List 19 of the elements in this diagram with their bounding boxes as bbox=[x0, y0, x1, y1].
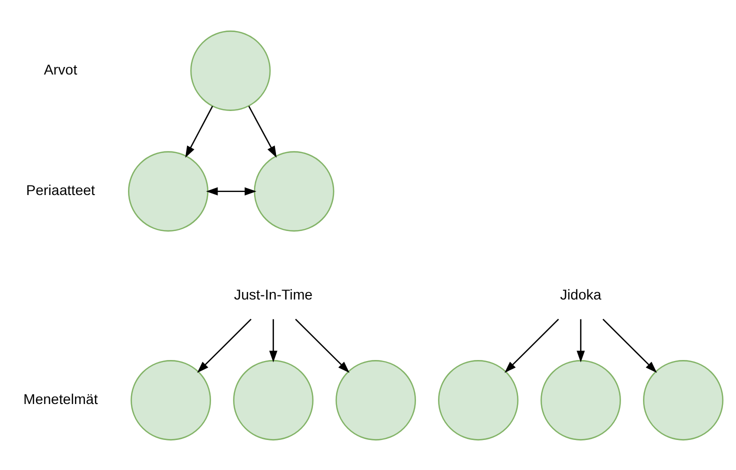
node-circle bbox=[190, 30, 271, 110]
node-circle bbox=[128, 150, 208, 232]
label: Arvot bbox=[44, 62, 78, 78]
label: Menetelmät bbox=[23, 391, 98, 408]
arrow bbox=[206, 186, 256, 195]
arrow bbox=[602, 318, 657, 372]
node-text: Just-In-Time bbox=[234, 286, 313, 303]
arrow bbox=[248, 105, 277, 158]
node-circle bbox=[233, 360, 314, 440]
node-circle bbox=[254, 150, 334, 232]
arrow bbox=[269, 318, 278, 362]
label: Periaatteet bbox=[26, 182, 96, 199]
arrow bbox=[185, 105, 214, 158]
arrow bbox=[197, 318, 252, 372]
node-circle bbox=[540, 360, 621, 440]
arrow bbox=[504, 318, 559, 372]
arrow bbox=[295, 318, 350, 372]
node-text: Jidoka bbox=[560, 286, 602, 303]
arrow bbox=[576, 318, 585, 362]
